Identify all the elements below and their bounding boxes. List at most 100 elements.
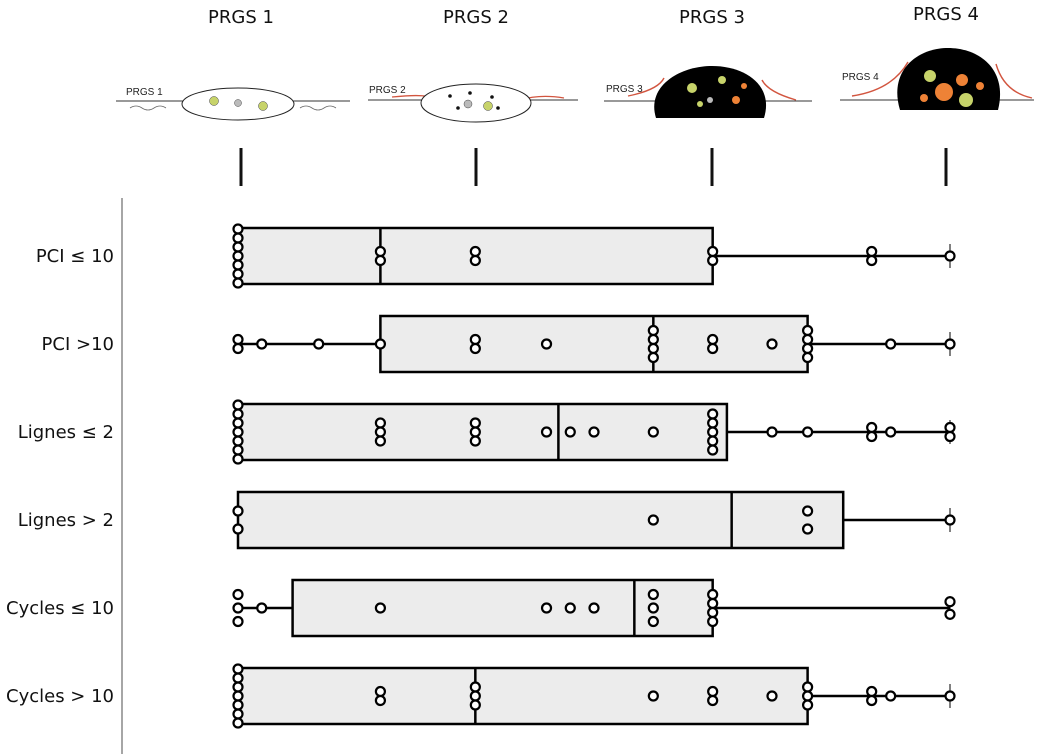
data-point xyxy=(766,690,778,702)
cell-dot xyxy=(463,99,473,109)
data-point xyxy=(232,333,244,346)
data-point xyxy=(707,444,719,456)
data-point xyxy=(232,690,244,702)
row-label: Cycles ≤ 10 xyxy=(6,598,114,619)
cell-dot xyxy=(718,76,726,84)
data-point xyxy=(374,245,386,258)
data-point xyxy=(232,268,244,280)
data-point xyxy=(540,602,553,614)
data-point xyxy=(232,717,244,729)
data-point xyxy=(647,342,659,355)
data-point xyxy=(944,514,956,526)
data-point xyxy=(866,694,878,707)
data-point xyxy=(801,523,814,535)
box-row: Cycles ≤ 10 xyxy=(6,578,956,638)
data-point xyxy=(374,254,386,267)
cell-dot xyxy=(456,106,460,110)
data-point xyxy=(766,426,778,438)
data-point xyxy=(707,435,719,447)
data-point xyxy=(647,690,659,702)
data-point xyxy=(707,615,719,628)
data-point xyxy=(232,241,244,253)
data-point xyxy=(469,417,481,429)
data-point xyxy=(588,426,600,438)
data-point xyxy=(707,597,719,610)
box-row: PCI ≤ 10 xyxy=(36,223,956,289)
data-point xyxy=(866,430,878,443)
column-header: PRGS 1 xyxy=(208,7,274,28)
cell-dot xyxy=(935,83,953,101)
data-point xyxy=(374,417,386,429)
cell-dot xyxy=(924,70,936,82)
data-point xyxy=(866,685,878,698)
column-header: PRGS 3 xyxy=(679,7,745,28)
data-point xyxy=(313,338,325,350)
row-label: PCI >10 xyxy=(42,334,114,355)
data-point xyxy=(232,223,244,235)
data-point xyxy=(232,708,244,720)
data-point xyxy=(374,694,386,707)
cell-dot xyxy=(448,94,452,98)
data-point xyxy=(801,505,814,517)
data-point xyxy=(944,421,956,434)
data-point xyxy=(374,685,386,698)
cell-dot xyxy=(496,106,500,110)
data-point xyxy=(469,333,481,346)
data-point xyxy=(469,426,481,438)
data-point xyxy=(256,338,268,350)
box-row: Lignes ≤ 2 xyxy=(18,399,956,465)
data-point xyxy=(564,426,576,438)
column-header: PRGS 2 xyxy=(443,7,509,28)
data-point xyxy=(469,435,481,447)
column-headers: PRGS 1 PRGS 2 PRGS 3 PRGS 4 xyxy=(208,4,979,28)
illustration-label: PRGS 4 xyxy=(842,72,879,83)
column-header: PRGS 4 xyxy=(913,4,979,25)
cell-dot xyxy=(468,91,472,95)
box-row: Cycles > 10 xyxy=(6,663,956,729)
nodule-shape xyxy=(654,66,767,118)
data-point xyxy=(232,399,244,411)
cell-dot xyxy=(697,101,703,107)
data-point xyxy=(469,342,481,355)
data-point xyxy=(707,694,719,707)
cell-dot xyxy=(732,96,740,104)
data-point xyxy=(647,333,659,346)
illustration-label: PRGS 2 xyxy=(369,85,406,96)
data-point xyxy=(866,421,878,434)
data-point xyxy=(707,685,719,698)
data-point xyxy=(801,426,814,438)
data-point xyxy=(944,250,956,262)
data-point xyxy=(232,615,244,628)
box-row: Lignes > 2 xyxy=(18,490,956,550)
data-point xyxy=(944,608,956,620)
data-point xyxy=(469,681,481,693)
data-point xyxy=(647,351,659,364)
cell-dot xyxy=(956,74,968,86)
row-label: Lignes ≤ 2 xyxy=(18,422,114,443)
data-point xyxy=(647,588,659,601)
data-point xyxy=(707,606,719,619)
data-point xyxy=(801,351,814,364)
cell-dot xyxy=(258,101,268,111)
data-point xyxy=(707,254,719,267)
data-point xyxy=(647,514,659,526)
row-label: PCI ≤ 10 xyxy=(36,246,114,267)
cell-dot xyxy=(483,101,493,111)
data-point xyxy=(801,699,814,711)
data-point xyxy=(232,523,244,535)
data-point xyxy=(232,453,244,465)
data-point xyxy=(647,602,659,614)
box xyxy=(291,578,714,638)
box-row: PCI >10 xyxy=(42,314,956,374)
box xyxy=(236,490,845,550)
data-point xyxy=(232,588,244,601)
data-point xyxy=(801,342,814,355)
data-point xyxy=(647,324,659,337)
cell-dot xyxy=(490,95,494,99)
nodule-shape xyxy=(897,48,1001,110)
data-point xyxy=(866,254,878,267)
row-label: Lignes > 2 xyxy=(18,510,114,531)
data-point xyxy=(801,324,814,337)
